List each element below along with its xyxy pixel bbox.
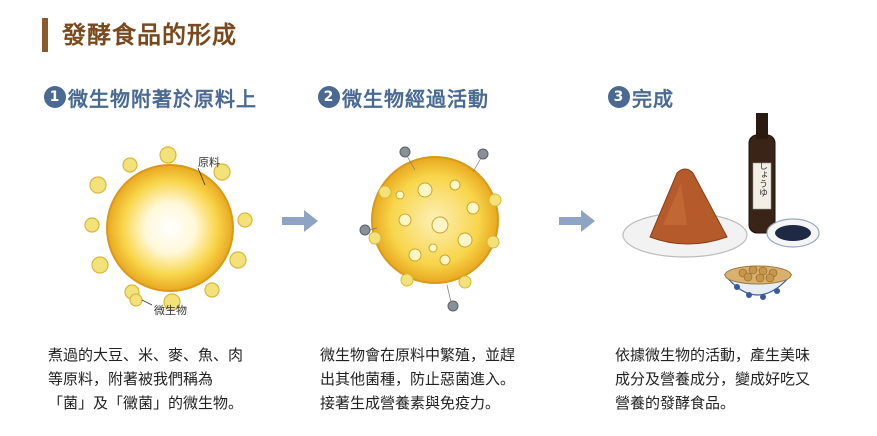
inner-microbes <box>395 179 480 266</box>
step-3-title: 完成 <box>632 86 674 111</box>
desc-line: 「菌」及「黴菌」的微生物。 <box>48 394 244 412</box>
step-3-description: 依據微生物的活動，產生美味 成分及營養成分，變成好吃又 營養的發酵食品。 <box>615 343 855 415</box>
desc-line: 成分及營養成分，變成好吃又 <box>615 370 811 388</box>
step-3-heading: 3 完成 <box>608 82 674 112</box>
raw-material-illustration: 原料 微生物 <box>84 146 253 317</box>
raw-material-label: 原料 <box>198 155 220 169</box>
bad-bacteria <box>359 146 489 312</box>
desc-line: 出其他菌種，防止惡菌進入。 <box>320 370 516 388</box>
step-1-number: 1 <box>44 86 66 108</box>
microbe-label: 微生物 <box>154 303 187 317</box>
step-2-number: 2 <box>318 86 340 108</box>
step-1-heading: 1 微生物附著於原料上 <box>44 82 257 112</box>
step-1-description: 煮過的大豆、米、麥、魚、肉 等原料，附著被我們稱為 「菌」及「黴菌」的微生物。 <box>48 343 288 415</box>
attached-microbes <box>84 146 253 311</box>
step-3-number: 3 <box>608 86 630 108</box>
desc-line: 等原料，附著被我們稱為 <box>48 370 214 388</box>
outer-microbes <box>368 185 502 289</box>
step-2-heading: 2 微生物經過活動 <box>318 82 489 112</box>
desc-line: 接著生成營養素與免疫力。 <box>320 394 501 412</box>
fermented-food-illustration: しょうゆ <box>622 113 820 300</box>
desc-line: 煮過的大豆、米、麥、魚、肉 <box>48 346 244 364</box>
step-2-description: 微生物會在原料中繁殖，並趕 出其他菌種，防止惡菌進入。 接著生成營養素與免疫力。 <box>320 343 560 415</box>
bottle-label: しょうゆ <box>757 161 767 197</box>
natto-beans <box>738 265 778 283</box>
step-2-title: 微生物經過活動 <box>342 86 489 111</box>
page-title: 發酵食品的形成 <box>62 21 237 49</box>
step-1-title: 微生物附著於原料上 <box>68 86 257 111</box>
desc-line: 營養的發酵食品。 <box>615 394 736 412</box>
microbe-activity-illustration <box>359 146 502 312</box>
desc-line: 依據微生物的活動，產生美味 <box>615 346 811 364</box>
title-accent-bar <box>42 18 48 52</box>
arrow-right-icon <box>282 210 318 232</box>
arrow-right-icon <box>559 210 595 232</box>
desc-line: 微生物會在原料中繁殖，並趕 <box>320 346 516 364</box>
raw-material-sphere <box>106 164 234 292</box>
miso-mound <box>649 168 728 245</box>
